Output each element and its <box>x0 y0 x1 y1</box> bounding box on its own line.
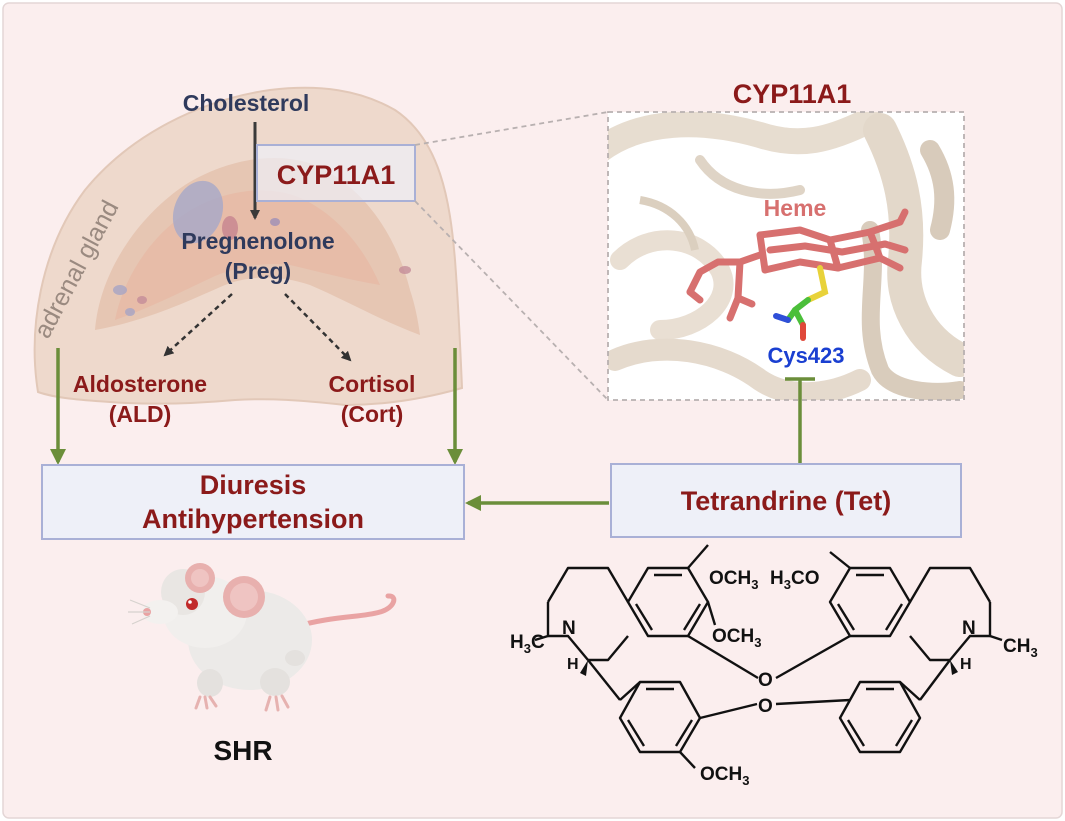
zoom-connector-bottom <box>414 200 609 401</box>
protein-structure <box>608 112 964 400</box>
shr-mouse-illustration <box>128 563 397 712</box>
preg-to-cortisol-arrow <box>284 293 352 362</box>
chem-h3c-left: H3C <box>510 632 545 656</box>
protein-frame <box>607 111 965 401</box>
chem-och3-mid-left: OCH3 <box>712 626 761 650</box>
zoom-connector-top <box>414 111 609 146</box>
diuresis-label: Diuresis <box>200 470 307 500</box>
chem-och3-bottom: OCH3 <box>700 764 749 788</box>
chem-o-top: O <box>758 670 773 691</box>
preg-abbrev-label: (Preg) <box>225 258 291 284</box>
chem-o-bottom: O <box>758 696 773 717</box>
chem-n-left: N <box>562 618 576 639</box>
preg-to-aldosterone-arrow <box>163 293 233 357</box>
chem-h-left: H <box>567 656 579 673</box>
ald-abbrev-label: (ALD) <box>109 401 172 427</box>
cortisol-label: Cortisol <box>329 371 416 397</box>
stereo-wedge-left <box>580 660 588 676</box>
aldosterone-label: Aldosterone <box>73 371 207 397</box>
cort-abbrev-label: (Cort) <box>341 401 404 427</box>
antihypertension-label: Antihypertension <box>142 504 364 534</box>
cyp11a1-enzyme-label: CYP11A1 <box>277 160 396 190</box>
cyp11a1-highlight-box <box>256 144 416 202</box>
chem-n-right: N <box>962 618 976 639</box>
effects-box <box>41 464 465 540</box>
pregnenolone-label: Pregnenolone <box>181 228 334 254</box>
stereo-wedge-right <box>950 660 958 675</box>
chem-och3-top-left: OCH3 <box>709 568 758 592</box>
chem-h3co-top-right: H3CO <box>770 568 819 592</box>
tetrandrine-structure <box>534 544 1003 769</box>
heme-label: Heme <box>764 195 827 221</box>
shr-label: SHR <box>213 735 272 766</box>
tetrandrine-box <box>610 463 962 538</box>
chem-h-right: H <box>960 656 972 673</box>
cys423-label: Cys423 <box>767 343 844 368</box>
protein-title: CYP11A1 <box>733 79 852 109</box>
cholesterol-label: Cholesterol <box>183 90 310 116</box>
tetrandrine-label: Tetrandrine (Tet) <box>681 486 892 516</box>
chem-ch3-right: CH3 <box>1003 636 1038 660</box>
